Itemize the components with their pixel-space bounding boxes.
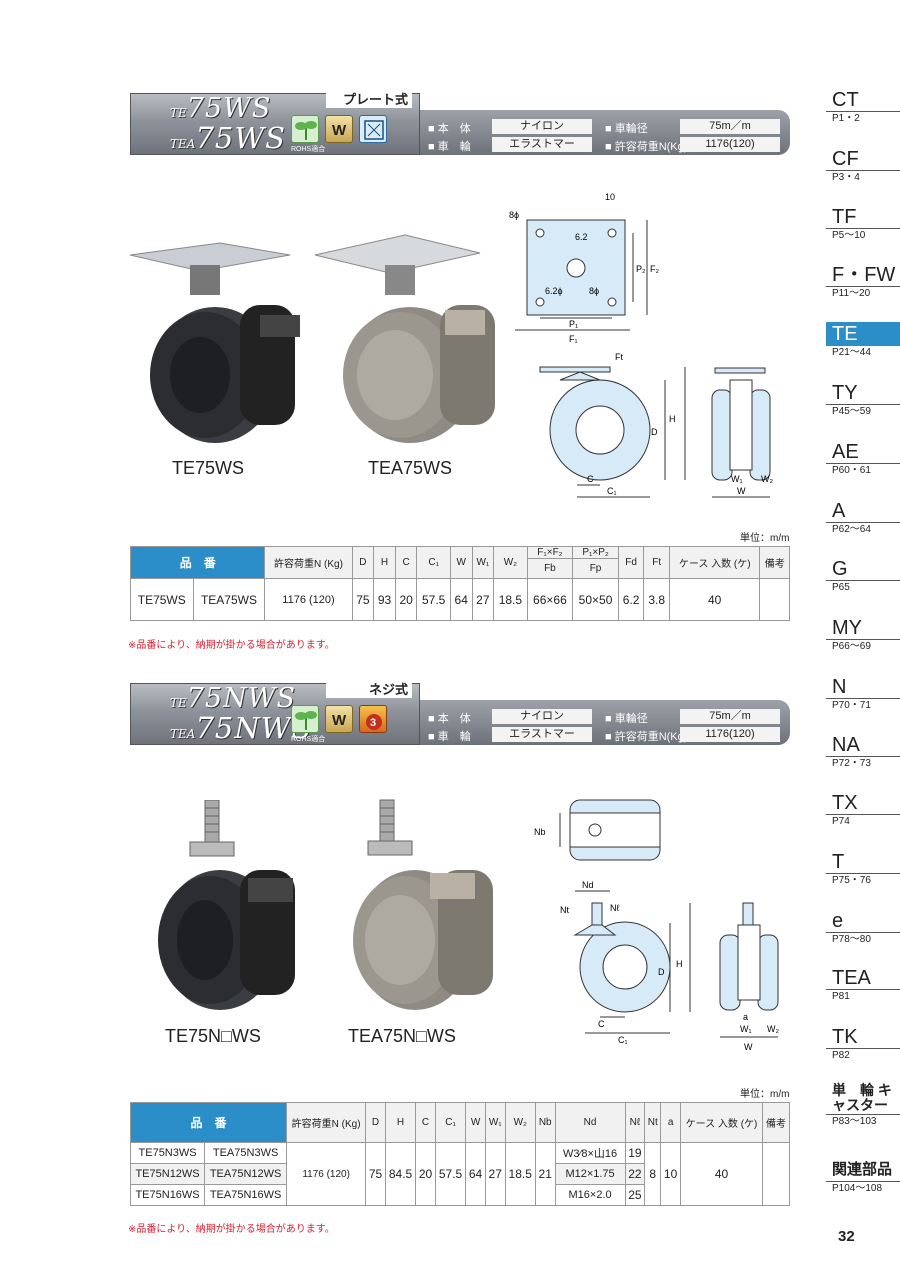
caption-tea75nws: TEA75N□WS xyxy=(348,1026,456,1046)
svg-text:W: W xyxy=(332,712,347,729)
svg-text:F₂: F₂ xyxy=(650,264,659,274)
w-stopper-icon: W xyxy=(325,115,353,143)
table-row: TE75N3WS TEA75N3WS 1176 (120) 75 84.5 20… xyxy=(129,1142,790,1206)
svg-text:W: W xyxy=(744,1042,753,1052)
w-stopper-icon: W xyxy=(325,705,353,733)
spec-table-1: 品 番 許容荷重N (Kg) D H C C₁ W W₁ W₂ F₁×F₂ P₁… xyxy=(129,546,790,621)
table-row: TE75N16WS TEA75N16WS M16×2.0 25 xyxy=(129,1184,790,1206)
col-part-number: 品 番 xyxy=(129,546,266,579)
mount-3-icon: 3 xyxy=(359,705,387,733)
svg-text:C: C xyxy=(598,1019,605,1029)
svg-text:6.2ϕ: 6.2ϕ xyxy=(545,286,563,296)
svg-text:Nd: Nd xyxy=(582,880,594,890)
svg-text:8ϕ: 8ϕ xyxy=(589,286,599,296)
page-number: 32 xyxy=(838,1228,855,1245)
svg-text:W: W xyxy=(332,122,347,139)
svg-text:a: a xyxy=(743,1012,748,1022)
svg-text:P₁: P₁ xyxy=(569,319,578,329)
svg-text:Nℓ: Nℓ xyxy=(610,903,620,913)
rohs-label: ROHS適合 xyxy=(291,146,326,153)
svg-text:Nb: Nb xyxy=(534,827,546,837)
svg-text:W: W xyxy=(737,486,746,496)
table-row: TE75WS TEA75WS 1176 (120) 75 93 20 57.5 … xyxy=(130,578,790,621)
model-name-tea: TEA75WS xyxy=(170,121,287,155)
caption-te75nws: TE75N□WS xyxy=(165,1026,261,1046)
delivery-note-2: ※品番により、納期が掛かる場合があります。 xyxy=(128,1224,335,1235)
svg-text:D: D xyxy=(658,967,665,977)
mount-type-label: プレート式 xyxy=(326,91,412,108)
caster-photo-tea75nws xyxy=(353,799,493,1010)
svg-text:D: D xyxy=(651,427,658,437)
svg-text:P₂: P₂ xyxy=(636,264,646,274)
svg-text:H: H xyxy=(676,959,683,969)
svg-text:10: 10 xyxy=(605,192,615,202)
mount-type-label: ネジ式 xyxy=(326,681,412,698)
caption-te75ws: TE75WS xyxy=(172,458,245,478)
model-name-te: TE75NWS xyxy=(170,683,296,714)
svg-text:6.2: 6.2 xyxy=(575,232,588,242)
swivel-plate-icon xyxy=(359,115,387,143)
svg-text:Ft: Ft xyxy=(615,352,623,362)
rohs-icon xyxy=(291,115,319,143)
svg-text:W₂: W₂ xyxy=(767,1024,779,1034)
svg-text:W₁: W₁ xyxy=(731,474,743,484)
svg-text:C₁: C₁ xyxy=(618,1035,628,1045)
product-header-2: ネジ式 TE75NWS TEA75NWS ROHS適合 W 3 ■ 本 体ナイロ… xyxy=(130,681,790,745)
spec-row-2: ■ 車 輪エラストマー ■ 許容荷重N(Kg)1176(120) xyxy=(420,726,790,744)
svg-text:F₁: F₁ xyxy=(569,334,578,344)
svg-text:C: C xyxy=(587,474,594,484)
caster-photo-te75ws xyxy=(129,242,300,443)
model-name-te: TE75WS xyxy=(170,93,272,124)
rohs-icon xyxy=(291,705,319,733)
rohs-label: ROHS適合 xyxy=(291,736,326,743)
svg-text:W₂: W₂ xyxy=(761,474,773,484)
unit-label-2: 単位：m/m xyxy=(740,1089,790,1100)
svg-text:Nt: Nt xyxy=(560,905,569,915)
dimension-drawing-1: 8ϕ 10 6.2 6.2ϕ 8ϕ P₁ F₁ P₂ F₂ Ft D H C C… xyxy=(509,192,773,498)
svg-text:3: 3 xyxy=(370,717,376,729)
svg-text:8ϕ: 8ϕ xyxy=(509,210,519,220)
svg-text:C₁: C₁ xyxy=(607,486,617,496)
spec-table-2: 品 番 許容荷重N (Kg) D H C C₁ W W₁ W₂ Nb Nd Nℓ… xyxy=(129,1102,790,1206)
unit-label-1: 単位：m/m xyxy=(740,533,790,544)
svg-text:H: H xyxy=(669,414,676,424)
product-header-1: プレート式 TE75WS TEA75WS ROHS適合 W ■ 本 体ナイロン … xyxy=(130,91,790,155)
spec-row-2: ■ 車 輪エラストマー ■ 許容荷重N(Kg)1176(120) xyxy=(420,136,790,154)
svg-text:W₁: W₁ xyxy=(740,1024,752,1034)
delivery-note-1: ※品番により、納期が掛かる場合があります。 xyxy=(128,640,335,651)
caster-photo-tea75ws xyxy=(314,234,495,443)
caption-tea75ws: TEA75WS xyxy=(368,458,453,478)
dimension-drawing-2: Nb Nd Nt Nℓ D H C C₁ a W₁ W₂ W xyxy=(534,799,779,1052)
caster-photo-te75nws xyxy=(158,800,295,1010)
